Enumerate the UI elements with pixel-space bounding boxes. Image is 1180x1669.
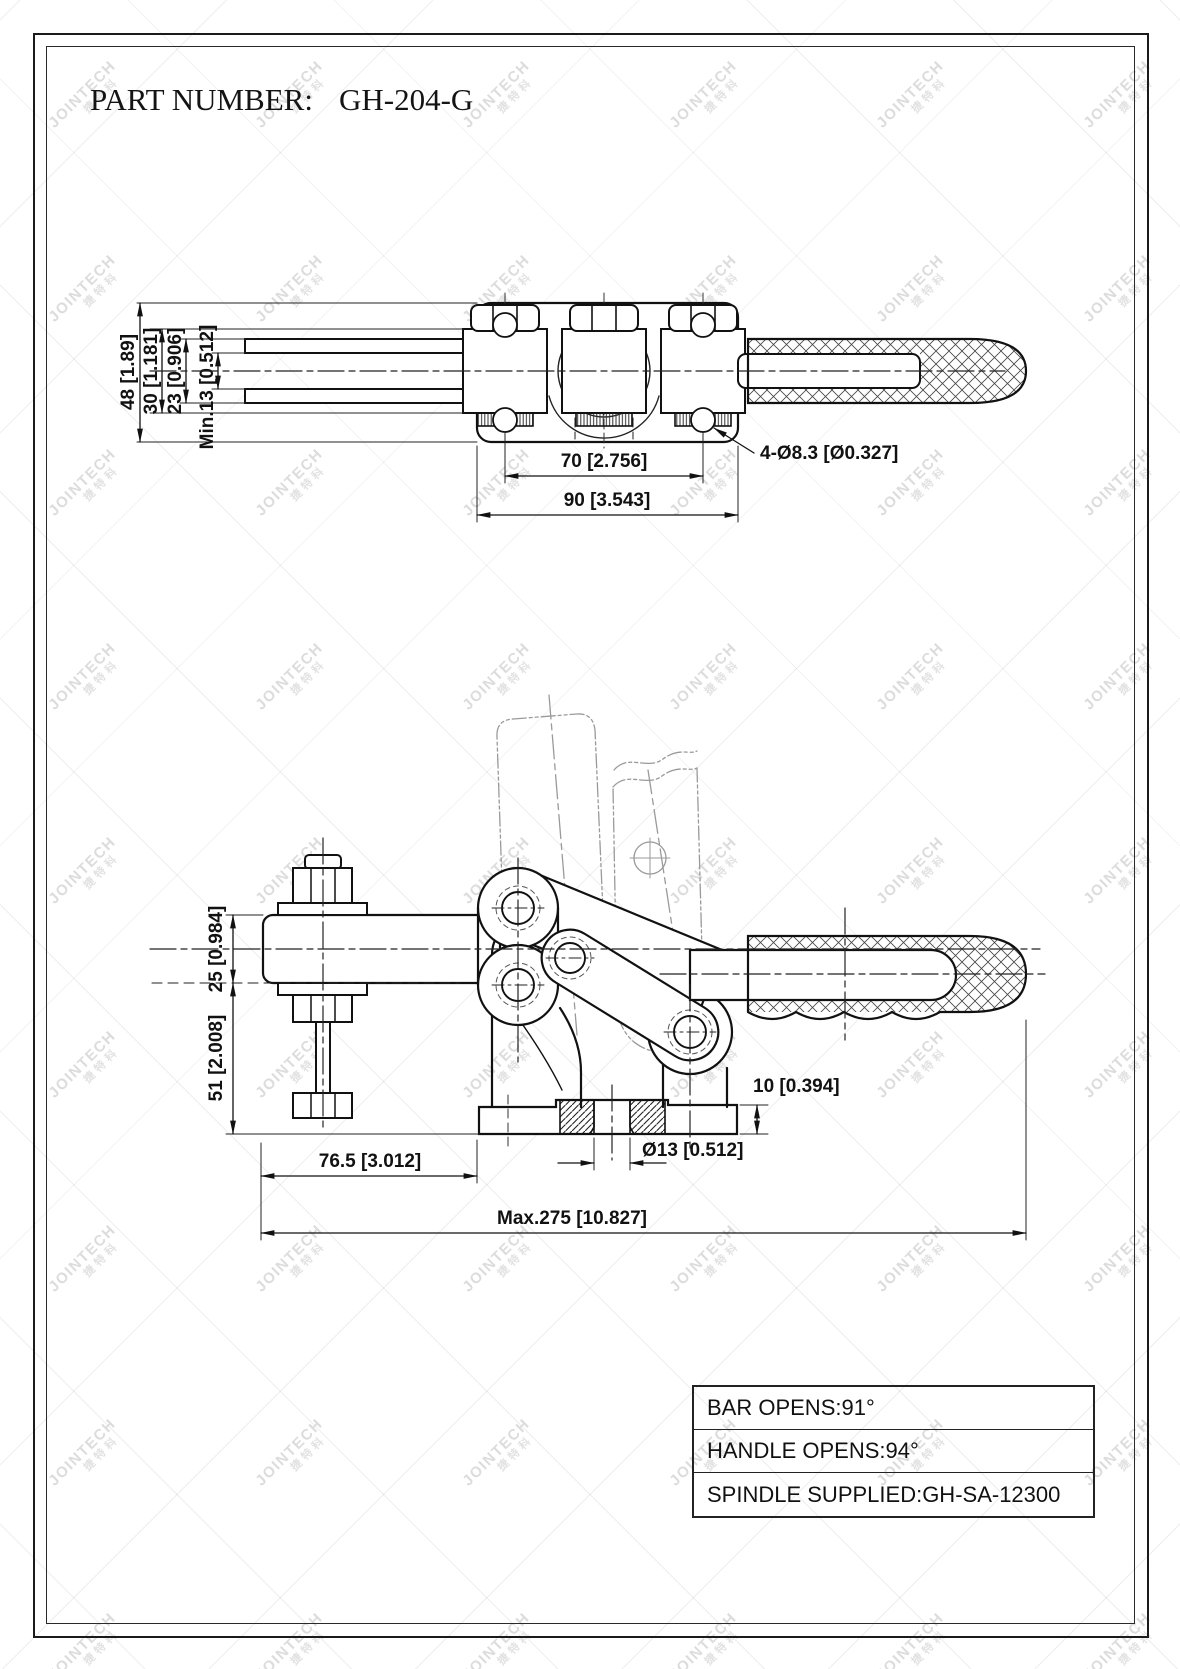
dim-25-label: 25 [0.984] [206, 906, 227, 993]
dim-dia13-label: Ø13 [0.512] [642, 1140, 743, 1161]
dim-51: 51 [2.008] [206, 982, 480, 1135]
dim-min13-label: Min.13 [0.512] [197, 325, 218, 450]
dim-70: 70 [2.756] [504, 433, 704, 484]
dim-90: 90 [3.543] [476, 445, 739, 523]
dim-76: 76.5 [3.012] [260, 1139, 478, 1241]
dim-48-label: 48 [1.89] [118, 334, 139, 410]
side-view-base-foot [477, 1094, 739, 1149]
spec-row-bar-opens: BAR OPENS:91° [694, 1387, 1093, 1430]
side-view-centerlines [149, 837, 1046, 1161]
side-view-handle-grip [688, 934, 1028, 1021]
dim-holes-label: 4-Ø8.3 [Ø0.327] [760, 443, 898, 464]
part-number-label: PART NUMBER: [90, 82, 313, 117]
spec-row-spindle-supplied: SPINDLE SUPPLIED:GH-SA-12300 [707, 1481, 1061, 1507]
dim-70-label: 70 [2.756] [561, 451, 648, 472]
dim-max275: Max.275 [10.827] [260, 1019, 1027, 1241]
top-view: 48 [1.89] 30 [1.181] 23 [0.906] Min.13 [… [118, 292, 1028, 523]
dim-25: 25 [0.984] [206, 906, 264, 993]
part-number-value: GH-204-G [338, 82, 474, 117]
side-view: 25 [0.984] 51 [2.008] 76.5 [3.012] Ø13 [… [149, 694, 1046, 1241]
dim-51-label: 51 [2.008] [206, 1015, 227, 1102]
dim-max275-label: Max.275 [10.827] [497, 1208, 647, 1229]
spec-table: BAR OPENS:91° HANDLE OPENS:94° SPINDLE S… [692, 1385, 1095, 1518]
dim-90-label: 90 [3.543] [564, 490, 651, 511]
dim-48: 48 [1.89] [118, 302, 478, 443]
spec-row-handle-opens: HANDLE OPENS:94° [694, 1430, 1093, 1473]
page-title: PART NUMBER: GH-204-G [90, 82, 473, 118]
sheet-border-outer [33, 33, 1149, 1638]
dim-min13: Min.13 [0.512] [197, 325, 246, 450]
sheet-border-inner [46, 46, 1135, 1624]
dim-10-label: 10 [0.394] [753, 1076, 840, 1097]
dim-holes-leader: 4-Ø8.3 [Ø0.327] [713, 427, 898, 464]
dim-76-label: 76.5 [3.012] [319, 1151, 421, 1172]
top-view-mounting-holes [492, 312, 716, 433]
dim-10: 10 [0.394] [739, 1076, 840, 1135]
dim-dia13: Ø13 [0.512] [557, 1137, 743, 1171]
